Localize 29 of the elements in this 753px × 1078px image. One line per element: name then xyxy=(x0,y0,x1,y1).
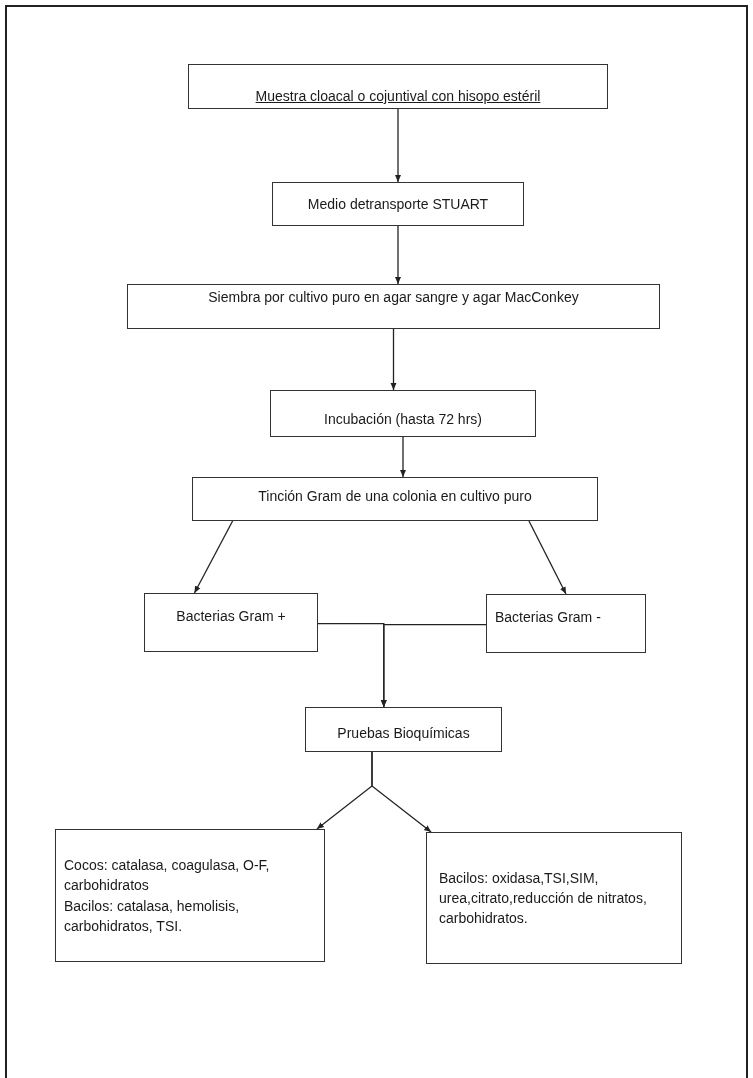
arrow xyxy=(193,520,234,594)
arrow xyxy=(395,108,401,183)
arrow xyxy=(395,225,401,285)
process-box xyxy=(270,390,536,437)
box-text: Siembra por cultivo puro en agar sangre y agar MacConkey xyxy=(208,288,579,307)
box-text: Tinción Gram de una colonia en cultivo puro xyxy=(258,487,532,506)
process-box xyxy=(188,64,608,109)
box-text: Pruebas Bioquímicas xyxy=(337,724,470,744)
process-box xyxy=(127,284,660,329)
arrow xyxy=(400,436,406,478)
box-text: Cocos: catalasa, coagulasa, O-F, carbohidratos xyxy=(64,855,271,896)
box-text: Muestra cloacal o cojuntival con hisopo estéril xyxy=(255,86,541,106)
process-box xyxy=(486,594,646,653)
process-box xyxy=(192,477,598,521)
process-box xyxy=(55,829,325,962)
arrow xyxy=(371,751,432,833)
process-box xyxy=(426,832,682,964)
process-box xyxy=(305,707,502,752)
box-text: Bacilos: oxidasa,TSI,SIM, urea,citrato,reducción de nitratos, carbohidratos. xyxy=(439,868,648,929)
arrow xyxy=(390,328,397,391)
box-text: Bacilos: catalasa, hemolisis, carbohidratos, TSI. xyxy=(64,896,241,936)
arrow xyxy=(380,624,487,708)
box-text: Incubación (hasta 72 hrs) xyxy=(324,410,482,430)
box-text: Medio detransporte STUART xyxy=(307,194,489,214)
process-box xyxy=(144,593,318,652)
box-text: Bacterias Gram - xyxy=(495,608,601,627)
box-text: Bacterias Gram + xyxy=(176,607,286,626)
process-box xyxy=(272,182,524,226)
arrow xyxy=(528,520,567,595)
